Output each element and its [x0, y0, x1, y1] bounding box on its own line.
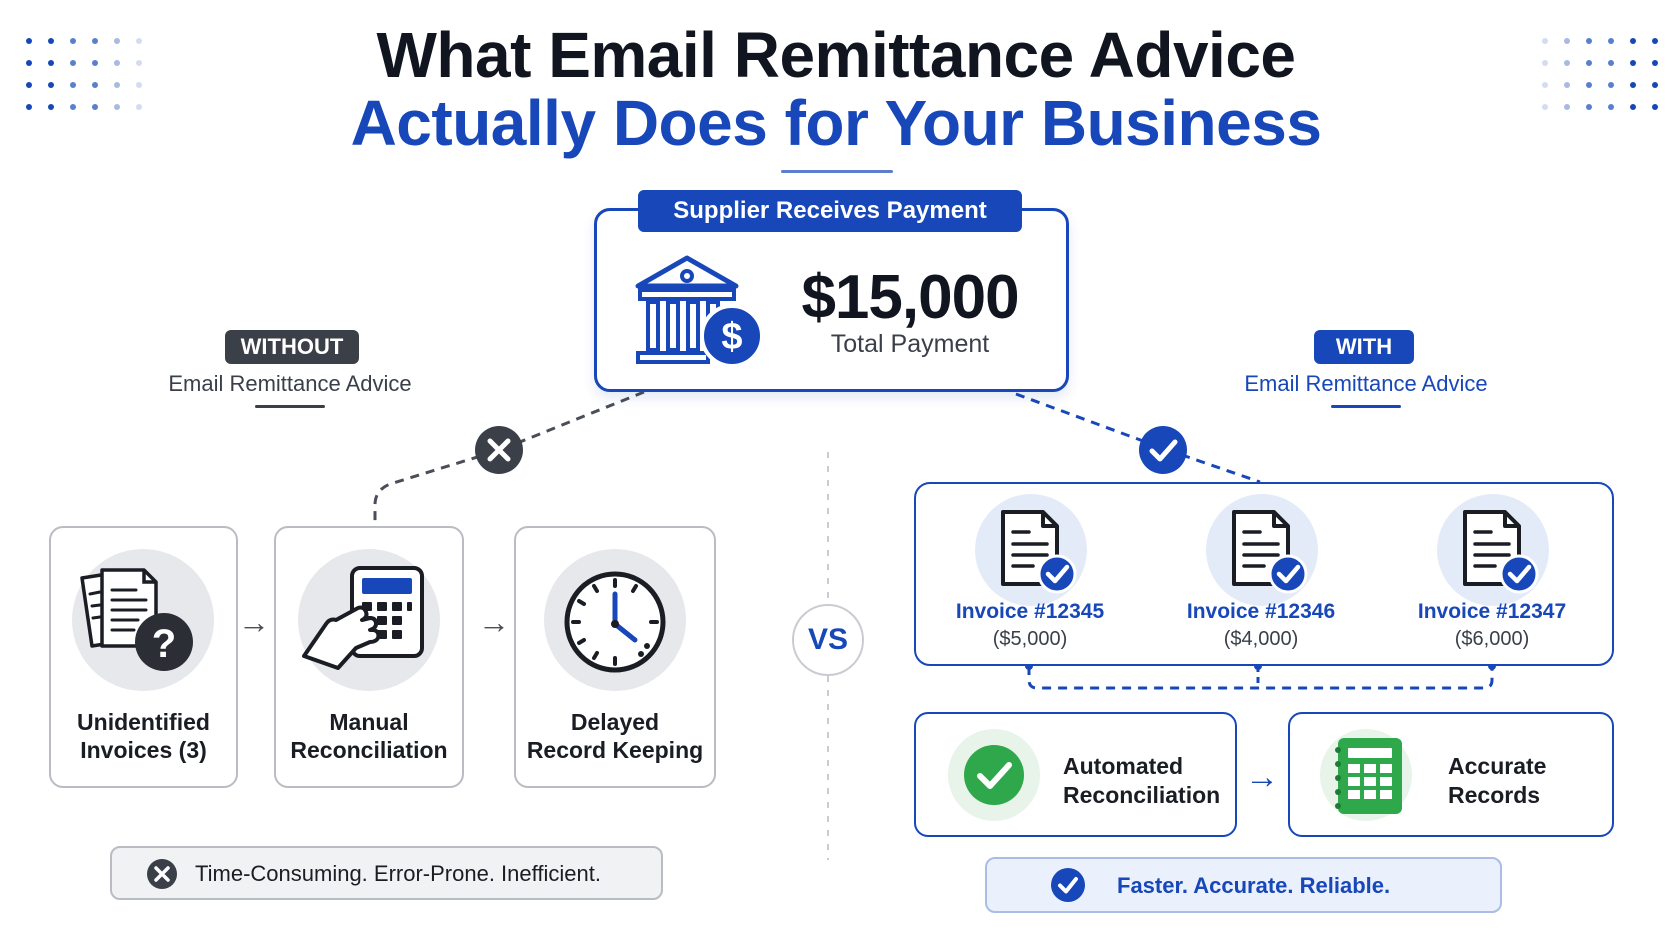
decorative-dot	[1630, 60, 1636, 66]
with-badge: WITH	[1314, 330, 1414, 364]
decorative-dot	[1586, 60, 1592, 66]
decorative-dot	[136, 104, 142, 110]
clock-icon	[561, 568, 669, 676]
decorative-dot	[48, 38, 54, 44]
invoice-title: Invoice #12346	[1186, 600, 1336, 623]
invoice-title: Invoice #12345	[955, 600, 1105, 623]
decorative-dot	[92, 82, 98, 88]
arrow-right-icon: →	[238, 604, 270, 640]
invoice-amount: ($6,000)	[1454, 628, 1530, 650]
decorative-dot	[1586, 38, 1592, 44]
vs-badge: VS	[792, 604, 864, 676]
check-marker-icon	[1138, 425, 1188, 475]
decorative-dots-left	[26, 38, 144, 112]
decorative-dot	[92, 38, 98, 44]
decorative-dot	[1608, 60, 1614, 66]
x-circle-icon	[146, 858, 178, 890]
decorative-dot	[1564, 38, 1570, 44]
arrow-right-blue-icon: →	[1245, 758, 1279, 796]
decorative-dot	[1652, 38, 1658, 44]
decorative-dot	[1586, 104, 1592, 110]
decorative-dot	[1608, 104, 1614, 110]
step-label: Manual Reconciliation	[290, 709, 448, 763]
decorative-dot	[26, 38, 32, 44]
decorative-dot	[1564, 104, 1570, 110]
result-label: Accurate Records	[1448, 753, 1547, 808]
invoice-amount: ($5,000)	[992, 628, 1068, 650]
decorative-dot	[70, 82, 76, 88]
invoice-check-icon	[1226, 508, 1310, 594]
without-subtitle: Email Remittance Advice	[168, 371, 412, 396]
decorative-dot	[1630, 82, 1636, 88]
decorative-dot	[26, 104, 32, 110]
decorative-dot	[1652, 104, 1658, 110]
decorative-dot	[1564, 82, 1570, 88]
arrow-right-icon: →	[478, 604, 510, 640]
invoice-amount: ($4,000)	[1223, 628, 1299, 650]
with-subtitle: Email Remittance Advice	[1244, 371, 1488, 396]
decorative-dot	[48, 60, 54, 66]
step-label: Unidentified Invoices (3)	[77, 709, 210, 763]
payment-subtitle: Total Payment	[830, 330, 990, 358]
step-label: Delayed Record Keeping	[526, 709, 704, 763]
decorative-dot	[1542, 60, 1548, 66]
decorative-dot	[26, 60, 32, 66]
without-summary-bar	[110, 846, 663, 900]
with-underline	[1331, 405, 1401, 408]
decorative-dot	[114, 82, 120, 88]
decorative-dot	[1586, 82, 1592, 88]
title-underline	[781, 170, 893, 173]
calculator-hand-icon	[300, 564, 430, 674]
check-circle-blue-icon	[1050, 867, 1086, 903]
without-underline	[255, 405, 325, 408]
decorative-dot	[1652, 60, 1658, 66]
svg-text:$: $	[721, 316, 742, 358]
decorative-dot	[1542, 104, 1548, 110]
question-documents-icon: ?	[78, 564, 198, 674]
spreadsheet-icon	[1328, 734, 1408, 818]
decorative-dot	[70, 38, 76, 44]
decorative-dot	[114, 104, 120, 110]
decorative-dot	[48, 104, 54, 110]
decorative-dots-right	[1542, 38, 1660, 112]
decorative-dot	[70, 104, 76, 110]
invoice-check-icon	[995, 508, 1079, 594]
decorative-dot	[48, 82, 54, 88]
decorative-dot	[92, 60, 98, 66]
without-badge: WITHOUT	[225, 330, 359, 364]
decorative-dot	[26, 82, 32, 88]
page-title-line1: What Email Remittance Advice	[376, 19, 1297, 91]
decorative-dot	[70, 60, 76, 66]
decorative-dot	[114, 60, 120, 66]
decorative-dot	[114, 38, 120, 44]
payment-tag: Supplier Receives Payment	[638, 190, 1022, 232]
decorative-dot	[1542, 82, 1548, 88]
decorative-dot	[1630, 38, 1636, 44]
invoice-title: Invoice #12347	[1417, 600, 1567, 623]
with-summary-text: Faster. Accurate. Reliable.	[1117, 873, 1391, 898]
decorative-dot	[1564, 60, 1570, 66]
decorative-dot	[136, 82, 142, 88]
decorative-dot	[136, 60, 142, 66]
decorative-dot	[1542, 38, 1548, 44]
result-label: Automated Reconciliation	[1063, 753, 1221, 808]
without-summary-text: Time-Consuming. Error-Prone. Inefficient…	[195, 861, 601, 886]
decorative-dot	[1608, 38, 1614, 44]
decorative-dot	[136, 38, 142, 44]
bank-dollar-icon: $	[634, 250, 768, 372]
decorative-dot	[1608, 82, 1614, 88]
decorative-dot	[1652, 82, 1658, 88]
check-circle-icon	[962, 743, 1026, 807]
invoice-check-icon	[1457, 508, 1541, 594]
decorative-dot	[1630, 104, 1636, 110]
payment-amount: $15,000	[801, 263, 1019, 332]
page-title-line2: Actually Does for Your Business	[350, 87, 1322, 159]
svg-text:?: ?	[152, 622, 176, 666]
decorative-dot	[92, 104, 98, 110]
x-marker-icon	[474, 425, 524, 475]
